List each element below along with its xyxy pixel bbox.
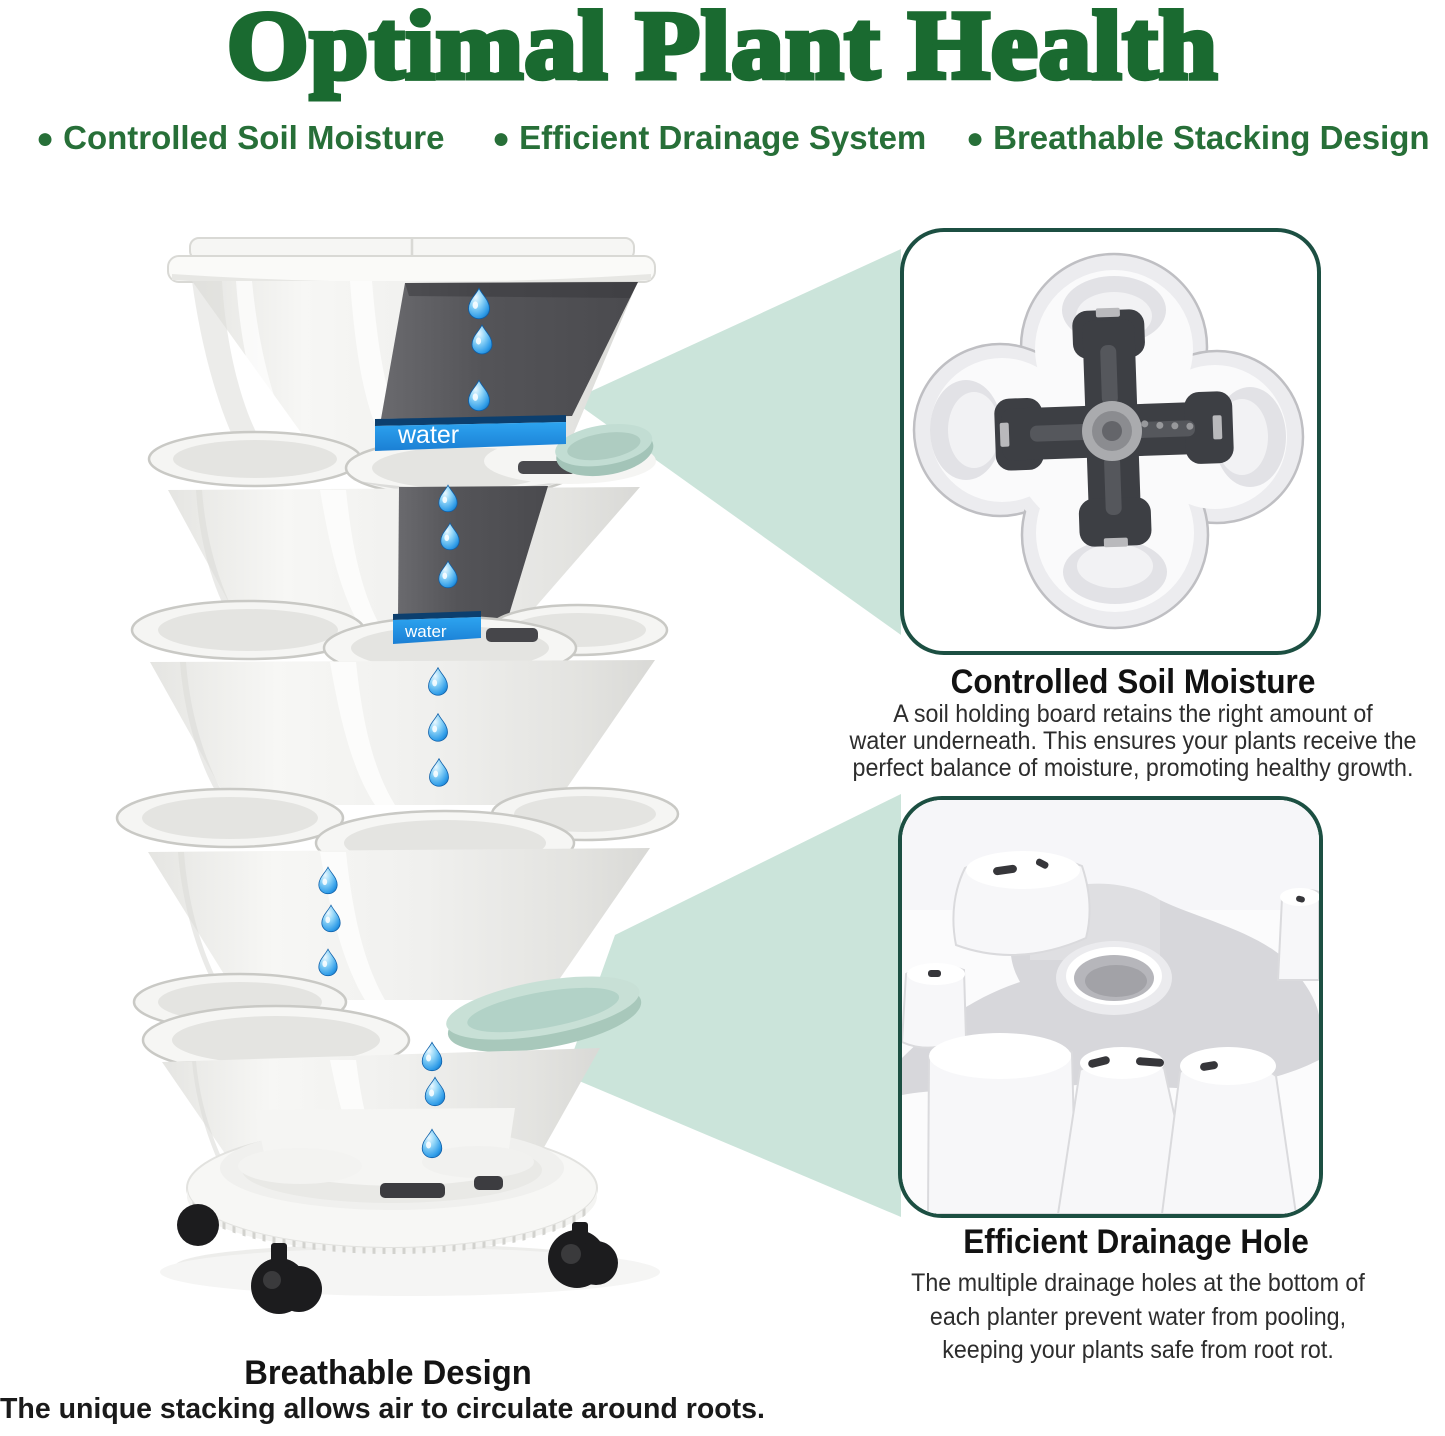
svg-text:water: water	[404, 622, 447, 641]
svg-text:water: water	[397, 421, 459, 449]
